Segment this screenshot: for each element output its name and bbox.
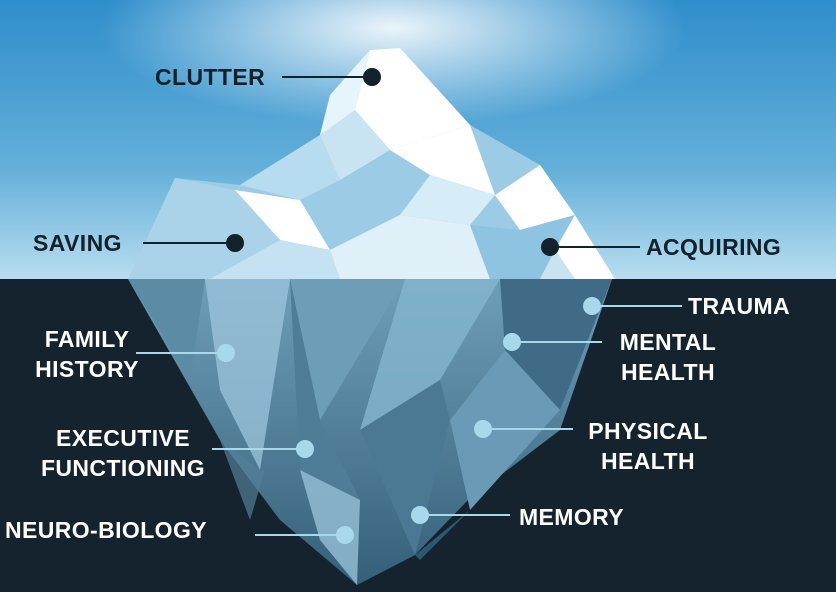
clutter-dot bbox=[363, 68, 381, 86]
mental-health-line-2: HEALTH bbox=[621, 359, 715, 385]
family-history-line-1: FAMILY bbox=[44, 326, 130, 352]
executive-functioning-line-1: EXECUTIVE bbox=[56, 425, 190, 451]
memory-dot bbox=[411, 506, 429, 524]
neuro-biology-label: NEURO-BIOLOGY bbox=[5, 517, 207, 543]
physical-health-dot bbox=[474, 420, 492, 438]
physical-health-line-2: HEALTH bbox=[601, 448, 695, 474]
executive-functioning-label: EXECUTIVE FUNCTIONING bbox=[18, 423, 228, 483]
saving-label: SAVING bbox=[33, 230, 122, 256]
neuro-biology-dot bbox=[336, 526, 354, 544]
acquiring-label: ACQUIRING bbox=[646, 234, 782, 260]
executive-functioning-line-2: FUNCTIONING bbox=[40, 455, 206, 481]
leader-lines-below bbox=[136, 305, 682, 536]
trauma-dot bbox=[583, 297, 601, 315]
saving-dot bbox=[226, 234, 244, 252]
leader-dots-above bbox=[226, 68, 559, 256]
acquiring-dot bbox=[541, 238, 559, 256]
physical-health-label: PHYSICAL HEALTH bbox=[578, 416, 718, 476]
leader-lines-above bbox=[143, 76, 640, 248]
mental-health-label: MENTAL HEALTH bbox=[606, 327, 730, 387]
family-history-line-2: HISTORY bbox=[35, 356, 139, 382]
leader-dots-below bbox=[217, 297, 601, 544]
memory-label: MEMORY bbox=[519, 504, 625, 530]
mental-health-line-1: MENTAL bbox=[619, 329, 717, 355]
physical-health-line-1: PHYSICAL bbox=[588, 418, 708, 444]
family-history-label: FAMILY HISTORY bbox=[26, 324, 148, 384]
trauma-label: TRAUMA bbox=[688, 293, 791, 319]
executive-functioning-dot bbox=[296, 440, 314, 458]
clutter-label: CLUTTER bbox=[155, 64, 266, 90]
family-history-dot bbox=[217, 344, 235, 362]
mental-health-dot bbox=[503, 333, 521, 351]
